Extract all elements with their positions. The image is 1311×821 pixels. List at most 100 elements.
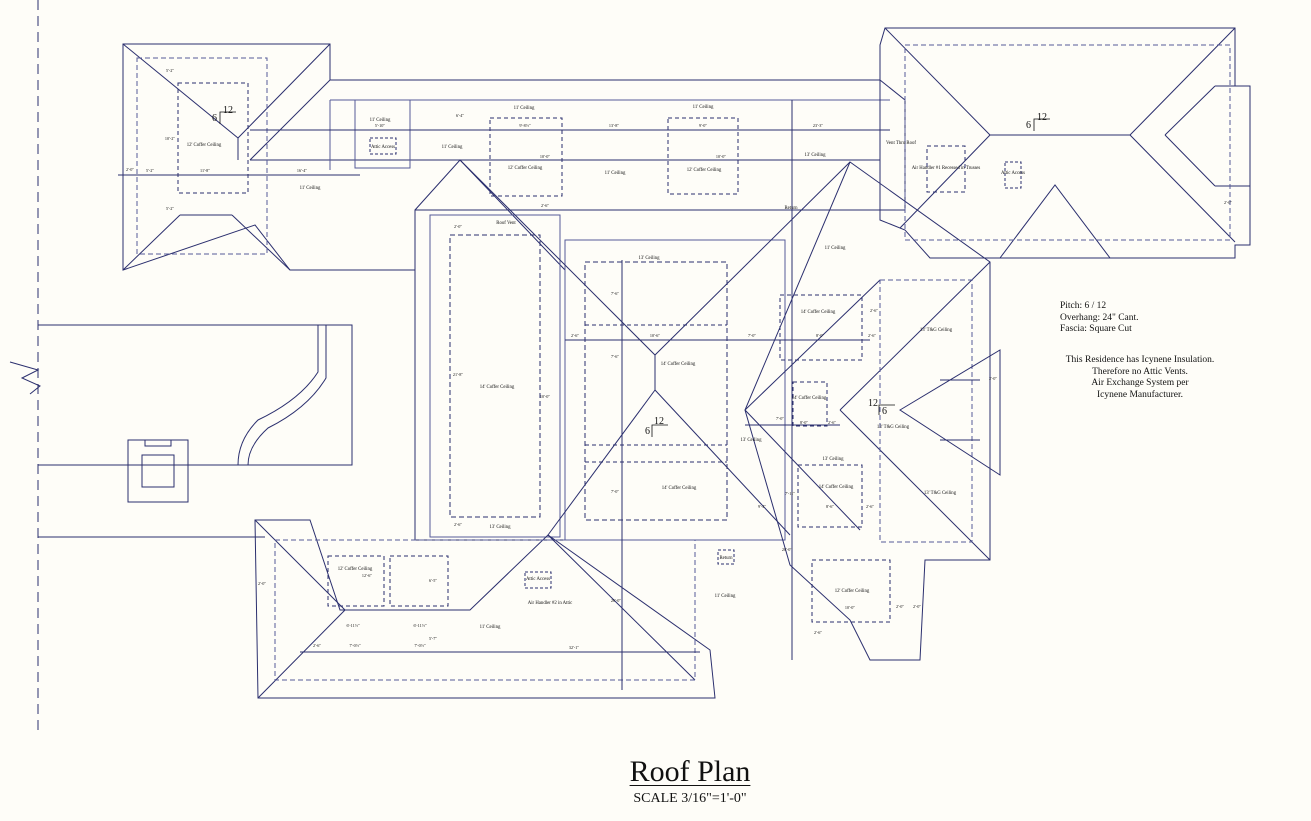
drawing-title: Roof Plan xyxy=(629,755,751,788)
pitch-run: 12 xyxy=(868,398,878,409)
dimension-label: 7'-11" xyxy=(785,491,795,496)
hip-line xyxy=(237,43,331,139)
coffer-outline xyxy=(797,464,863,528)
dimension-label: 2'-6" xyxy=(828,420,836,425)
room-label: 11' Ceiling xyxy=(825,246,846,251)
room-label: 11' Ceiling xyxy=(514,106,535,111)
dimension-label: 9'-4" xyxy=(758,504,766,509)
room-label: 14' Coffer Ceiling xyxy=(801,310,836,315)
room-label: 14' Coffer Ceiling xyxy=(662,486,697,491)
roof-outline-center-left xyxy=(414,159,566,541)
dimension-label: 2'-0" xyxy=(989,376,997,381)
insulation-notes: This Residence has Icynene Insulation. T… xyxy=(1040,355,1240,401)
room-label: 13' Ceiling xyxy=(805,153,827,158)
dimension-label: 7'-0" xyxy=(776,416,784,421)
roof-outline-southwest xyxy=(254,519,716,699)
room-wall xyxy=(354,99,411,169)
pitch-run: 12 xyxy=(223,105,233,116)
break-line xyxy=(9,361,41,395)
room-wall xyxy=(429,214,561,538)
coffer-outline xyxy=(489,117,563,197)
exterior-wall xyxy=(879,279,973,543)
pitch-rise: 6 xyxy=(1026,120,1031,131)
dimension-label: 10'-0" xyxy=(540,154,550,159)
column-cap xyxy=(141,454,175,488)
pitch-notes: Pitch: 6 / 12 Overhang: 24" Cant. Fascia… xyxy=(1060,301,1139,336)
hip-line xyxy=(257,609,346,699)
room-label: 12' Coffer Ceiling xyxy=(338,567,373,572)
room-label: 13' Ceiling xyxy=(639,256,661,261)
room-label: 14' Coffer Ceiling xyxy=(792,396,827,401)
dimension-label: 2'-6" xyxy=(571,333,579,338)
dimension-label: 21'-8" xyxy=(453,372,463,377)
curved-patio-edge xyxy=(237,325,319,466)
dimension-label: 2'-0" xyxy=(913,604,921,609)
room-label: 12' Coffer Ceiling xyxy=(835,589,870,594)
dimension-label: 5'-7" xyxy=(429,636,437,641)
pitch-run: 12 xyxy=(654,416,664,427)
overhang-note: Overhang: 24" Cant. xyxy=(1060,312,1139,323)
dimension-label: 2'-0" xyxy=(896,604,904,609)
dimension-label: 10'-6" xyxy=(650,333,660,338)
air-handler-label: Air Handler #1 Recessed in Trusses xyxy=(912,166,981,171)
dimension-label: 5'-10" xyxy=(375,123,385,128)
dimension-label: 26'-0" xyxy=(611,598,621,603)
pitch-run: 12 xyxy=(1037,112,1047,123)
dimension-label: 2'-6" xyxy=(541,203,549,208)
coffer-outline xyxy=(327,555,385,607)
attic-access-box xyxy=(1004,161,1022,189)
insulation-note-line: Therefore no Attic Vents. xyxy=(1092,366,1188,377)
dimension-label: 2'-6" xyxy=(870,308,878,313)
coffer-outline xyxy=(389,555,449,607)
vent-label: Vent Thru Roof xyxy=(886,141,916,146)
hip-line xyxy=(884,27,991,136)
pitch-rise: 6 xyxy=(645,426,650,437)
attic-access-label: Attic Access xyxy=(1001,171,1025,176)
bay-outline xyxy=(1215,85,1251,187)
dimension-label: 8'-0" xyxy=(816,333,824,338)
room-label: 11' Ceiling xyxy=(370,118,391,123)
pitch-note: Pitch: 6 / 12 xyxy=(1060,301,1107,311)
dimension-label: 12'-6" xyxy=(362,573,372,578)
hip-line xyxy=(122,43,239,139)
dimension-label: 10'-0" xyxy=(716,154,726,159)
dimension-label: 7'-0" xyxy=(748,333,756,338)
column-top xyxy=(144,439,172,447)
hip-line xyxy=(547,389,656,536)
coffer-outline xyxy=(779,294,863,361)
room-wall xyxy=(564,239,786,541)
hip-line xyxy=(1129,134,1236,243)
dimension-label: 11'-8" xyxy=(200,168,210,173)
patio-outline xyxy=(38,324,353,466)
dimension-label: 2'-6" xyxy=(313,643,321,648)
dimension-label: 6'-11½" xyxy=(413,623,426,628)
room-label: 11' Ceiling xyxy=(693,105,714,110)
return-box xyxy=(717,549,735,565)
curved-patio-edge-inner xyxy=(247,325,327,466)
dimension-label: 7'-0½" xyxy=(349,643,360,648)
dimension-label: 7'-6" xyxy=(611,291,619,296)
bay-outline xyxy=(899,349,1001,476)
attic-access-box xyxy=(369,137,397,155)
hip-line xyxy=(254,519,346,611)
room-label: 14' Coffer Ceiling xyxy=(661,362,696,367)
room-label: 12' Coffer Ceiling xyxy=(187,143,222,148)
title-block: Roof Plan SCALE 3/16"=1'-0" xyxy=(560,756,820,807)
hip-line xyxy=(1164,134,1216,187)
dimension-label: 10'-2" xyxy=(165,136,175,141)
coffer-outline xyxy=(811,559,891,623)
hip-line xyxy=(839,261,991,411)
roof-outline-north xyxy=(122,43,906,271)
gable-outline xyxy=(998,184,1112,259)
room-label: 13' T&G Ceiling xyxy=(924,491,957,496)
exterior-wall xyxy=(904,44,1231,241)
exterior-wall xyxy=(136,57,268,255)
room-label: 13' Ceiling xyxy=(823,457,845,462)
room-label: 11' Ceiling xyxy=(442,145,463,150)
vent-label: Roof Vent xyxy=(496,221,516,226)
hip-line xyxy=(899,134,991,229)
dimension-label: 2'-6" xyxy=(814,630,822,635)
return-label: Return xyxy=(719,556,733,561)
hip-line xyxy=(654,389,791,536)
